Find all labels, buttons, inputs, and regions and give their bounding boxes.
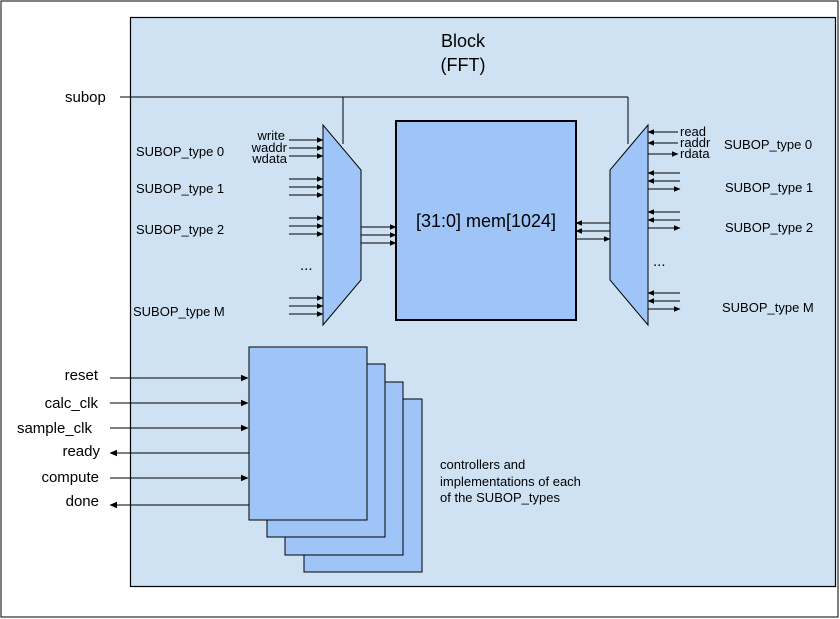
controller-description-line-2: implementations of each [440, 474, 581, 489]
right-mux-port-arrows [647, 129, 681, 312]
left-mux-ellipsis: ... [300, 257, 313, 274]
signal-reset-label: reset [65, 367, 99, 384]
left-input-label-2: SUBOP_type 2 [136, 222, 224, 237]
left-mux-port-write: write [257, 128, 285, 143]
controller-description-line-1: controllers and [440, 457, 525, 472]
right-mux [609, 123, 649, 327]
signal-calc-clk-label: calc_clk [45, 395, 99, 412]
memory-label: [31:0] mem[1024] [416, 211, 556, 231]
left-mux-port-waddr: waddr [251, 140, 288, 155]
left-mux [322, 123, 362, 327]
block-title: Block [441, 31, 486, 51]
right-mux-ellipsis: ... [653, 253, 666, 270]
subop-label: subop [65, 89, 106, 106]
left-mux-port-wdata: wdata [251, 151, 287, 166]
right-mux-port-rdata: rdata [680, 146, 710, 161]
right-mux-output-arrows [575, 220, 611, 242]
left-mux-output-arrows [361, 224, 397, 246]
left-mux-input-arrows [289, 137, 324, 317]
block-subtitle: (FFT) [441, 55, 486, 75]
memory-block [395, 120, 577, 321]
controller-card [248, 346, 368, 521]
signal-ready-label: ready [62, 443, 100, 460]
left-input-label-0: SUBOP_type 0 [136, 144, 224, 159]
right-input-label-2: SUBOP_type 2 [725, 220, 813, 235]
right-mux-port-read: read [680, 124, 706, 139]
signal-done-label: done [66, 493, 99, 510]
right-mux-port-raddr: raddr [680, 135, 711, 150]
right-input-label-1: SUBOP_type 1 [725, 180, 813, 195]
right-input-label-0: SUBOP_type 0 [724, 137, 812, 152]
left-input-label-1: SUBOP_type 1 [136, 181, 224, 196]
controller-description-line-3: of the SUBOP_types [440, 490, 560, 505]
right-input-label-m: SUBOP_type M [722, 300, 814, 315]
signal-sample-clk-label: sample_clk [17, 420, 93, 437]
left-input-label-m: SUBOP_type M [133, 304, 225, 319]
signal-compute-label: compute [41, 469, 99, 486]
